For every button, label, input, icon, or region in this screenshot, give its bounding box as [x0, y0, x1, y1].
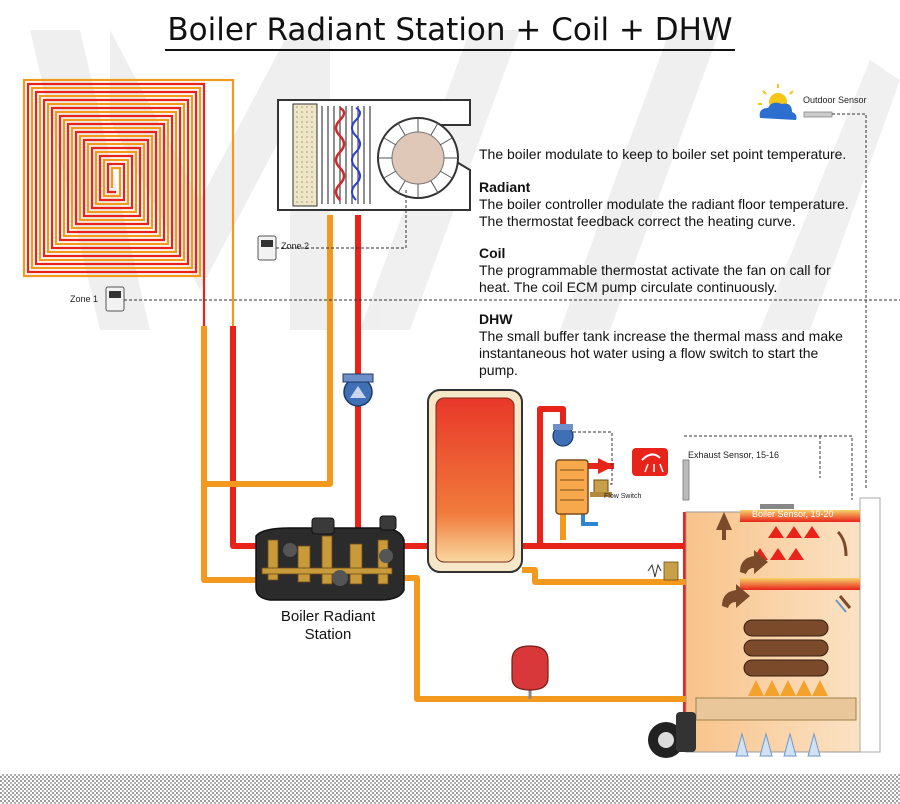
hot-water-arrow — [598, 458, 614, 474]
page-title: Boiler Radiant Station + Coil + DHW — [0, 12, 900, 51]
coil-line-2: heat. The coil ECM pump circulate contin… — [479, 279, 778, 295]
zone-2-label: Zone 2 — [281, 241, 310, 251]
coil-pump — [342, 373, 374, 407]
radiant-line-2: The thermostat feedback correct the heat… — [479, 213, 796, 229]
dhw-line-2: instantaneous hot water using a flow swi… — [479, 345, 819, 361]
dhw-line-3: pump. — [479, 362, 518, 378]
fan-coil — [277, 99, 471, 211]
boiler-radiant-station-label: Boiler Radiant Station — [258, 608, 398, 644]
boiler-radiant-station — [255, 515, 405, 601]
heat-exchanger — [555, 459, 589, 515]
return-pipes — [201, 215, 850, 702]
intro-text: The boiler modulate to keep to boiler se… — [479, 146, 847, 162]
radiant-floor-loop — [22, 78, 235, 326]
expansion-tank — [511, 645, 549, 699]
dhw-line-1: The small buffer tank increase the therm… — [479, 328, 843, 344]
station-label-line-1: Boiler Radiant — [280, 608, 376, 625]
buffer-tank — [427, 389, 523, 573]
boiler-sensor-label: Boiler Sensor, 19-20 — [752, 509, 834, 519]
flow-switch — [590, 479, 612, 497]
dhw-pump — [552, 424, 574, 447]
station-label-line-2: Station — [304, 626, 352, 643]
radiant-line-1: The boiler controller modulate the radia… — [479, 196, 849, 212]
exhaust-sensor-label: Exhaust Sensor, 15-16 — [688, 450, 780, 460]
outdoor-sensor-icon — [758, 84, 833, 120]
shower-icon — [632, 448, 668, 476]
flow-switch-label: Flow Switch — [604, 493, 642, 500]
ground — [0, 774, 900, 804]
wood-boiler — [647, 459, 881, 758]
cold-water-pipe — [581, 513, 598, 526]
control-wires — [124, 113, 900, 500]
outdoor-sensor-label: Outdoor Sensor — [803, 95, 867, 105]
zone-2-thermostat — [257, 235, 277, 261]
coil-line-1: The programmable thermostat activate the… — [479, 262, 831, 278]
coil-heading: Coil — [479, 245, 506, 261]
dhw-heading: DHW — [479, 311, 513, 327]
zone-1-label: Zone 1 — [70, 294, 99, 304]
dhw-control-wire — [573, 431, 613, 485]
zone-1-thermostat — [105, 286, 125, 312]
radiant-heading: Radiant — [479, 179, 531, 195]
